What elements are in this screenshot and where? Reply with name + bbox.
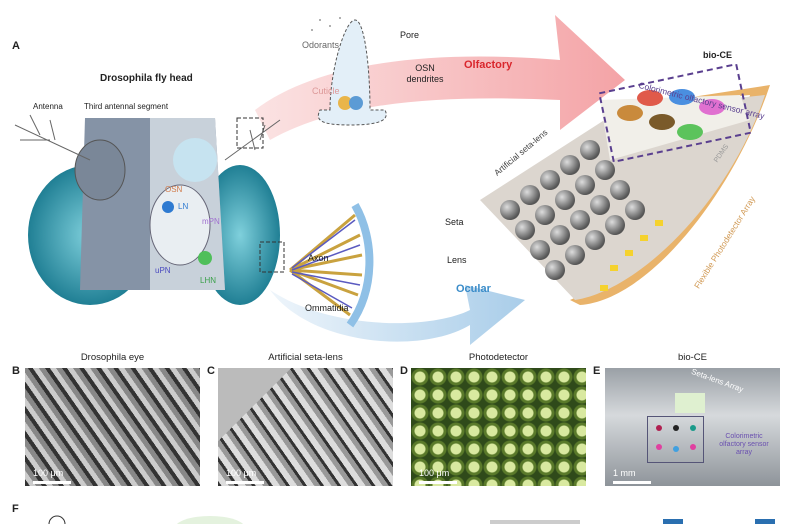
sensor-label-e: Colorimetric olfactory sensor array xyxy=(719,433,769,456)
sensor-array-box xyxy=(647,416,704,463)
sensor-spots xyxy=(617,89,725,140)
panel-title-c: Artificial seta-lens xyxy=(268,352,343,363)
brain-label-osn: OSN xyxy=(165,185,183,194)
panel-label-c: C xyxy=(207,365,215,377)
scale-bar-e: 1 mm xyxy=(613,468,651,484)
brain-label-upn: uPN xyxy=(155,266,171,275)
photodetector-image: 100 μm xyxy=(411,368,586,486)
panel-label-d: D xyxy=(400,365,408,377)
ocular-arrow xyxy=(270,285,525,345)
antenna-label: Antenna xyxy=(33,102,63,111)
odorants-label: Odorants xyxy=(302,40,340,50)
scale-bar-c: 100 μm xyxy=(226,468,265,484)
bioce-title: bio-CE xyxy=(703,50,732,60)
brain-label-lhn: LHN xyxy=(200,276,217,285)
panel-title-b: Drosophila eye xyxy=(80,352,145,363)
drosophila-eye-image: 100 μm xyxy=(25,368,200,486)
panel-label-a: A xyxy=(12,40,20,52)
seta-lens-patch xyxy=(675,393,705,413)
fly-head-title: Drosophila fly head xyxy=(100,73,193,84)
panel-label-b: B xyxy=(12,365,20,377)
ommatidia-label: Ommatidia xyxy=(305,303,349,313)
osn-dendrites-label: OSN dendrites xyxy=(406,63,444,84)
pore-label: Pore xyxy=(400,30,420,40)
seta-lens-array xyxy=(500,140,645,280)
panel-label-e: E xyxy=(593,365,601,377)
brain-label-ln: LN xyxy=(178,202,189,211)
ocular-label: Ocular xyxy=(456,283,491,295)
brain-label-mpn: mPN xyxy=(202,217,220,226)
panel-label-f: F xyxy=(12,503,19,515)
panel-title-d: Photodetector xyxy=(468,352,529,363)
scale-bar-b: 100 μm xyxy=(33,468,72,484)
cuticle-label: Cuticle xyxy=(312,86,340,96)
panel-title-e: bio-CE xyxy=(677,352,708,363)
bioce-photo: Seta-lens Array Colorimetric olfactory s… xyxy=(605,368,780,486)
artificial-seta-lens-image: 100 μm xyxy=(218,368,393,486)
lens-label: Lens xyxy=(447,255,467,265)
third-segment-label: Third antennal segment xyxy=(84,102,169,111)
axon-label: Axon xyxy=(308,253,329,263)
olfactory-label: Olfactory xyxy=(464,59,513,71)
seta-label: Seta xyxy=(445,217,464,227)
scale-bar-d: 100 μm xyxy=(419,468,458,484)
